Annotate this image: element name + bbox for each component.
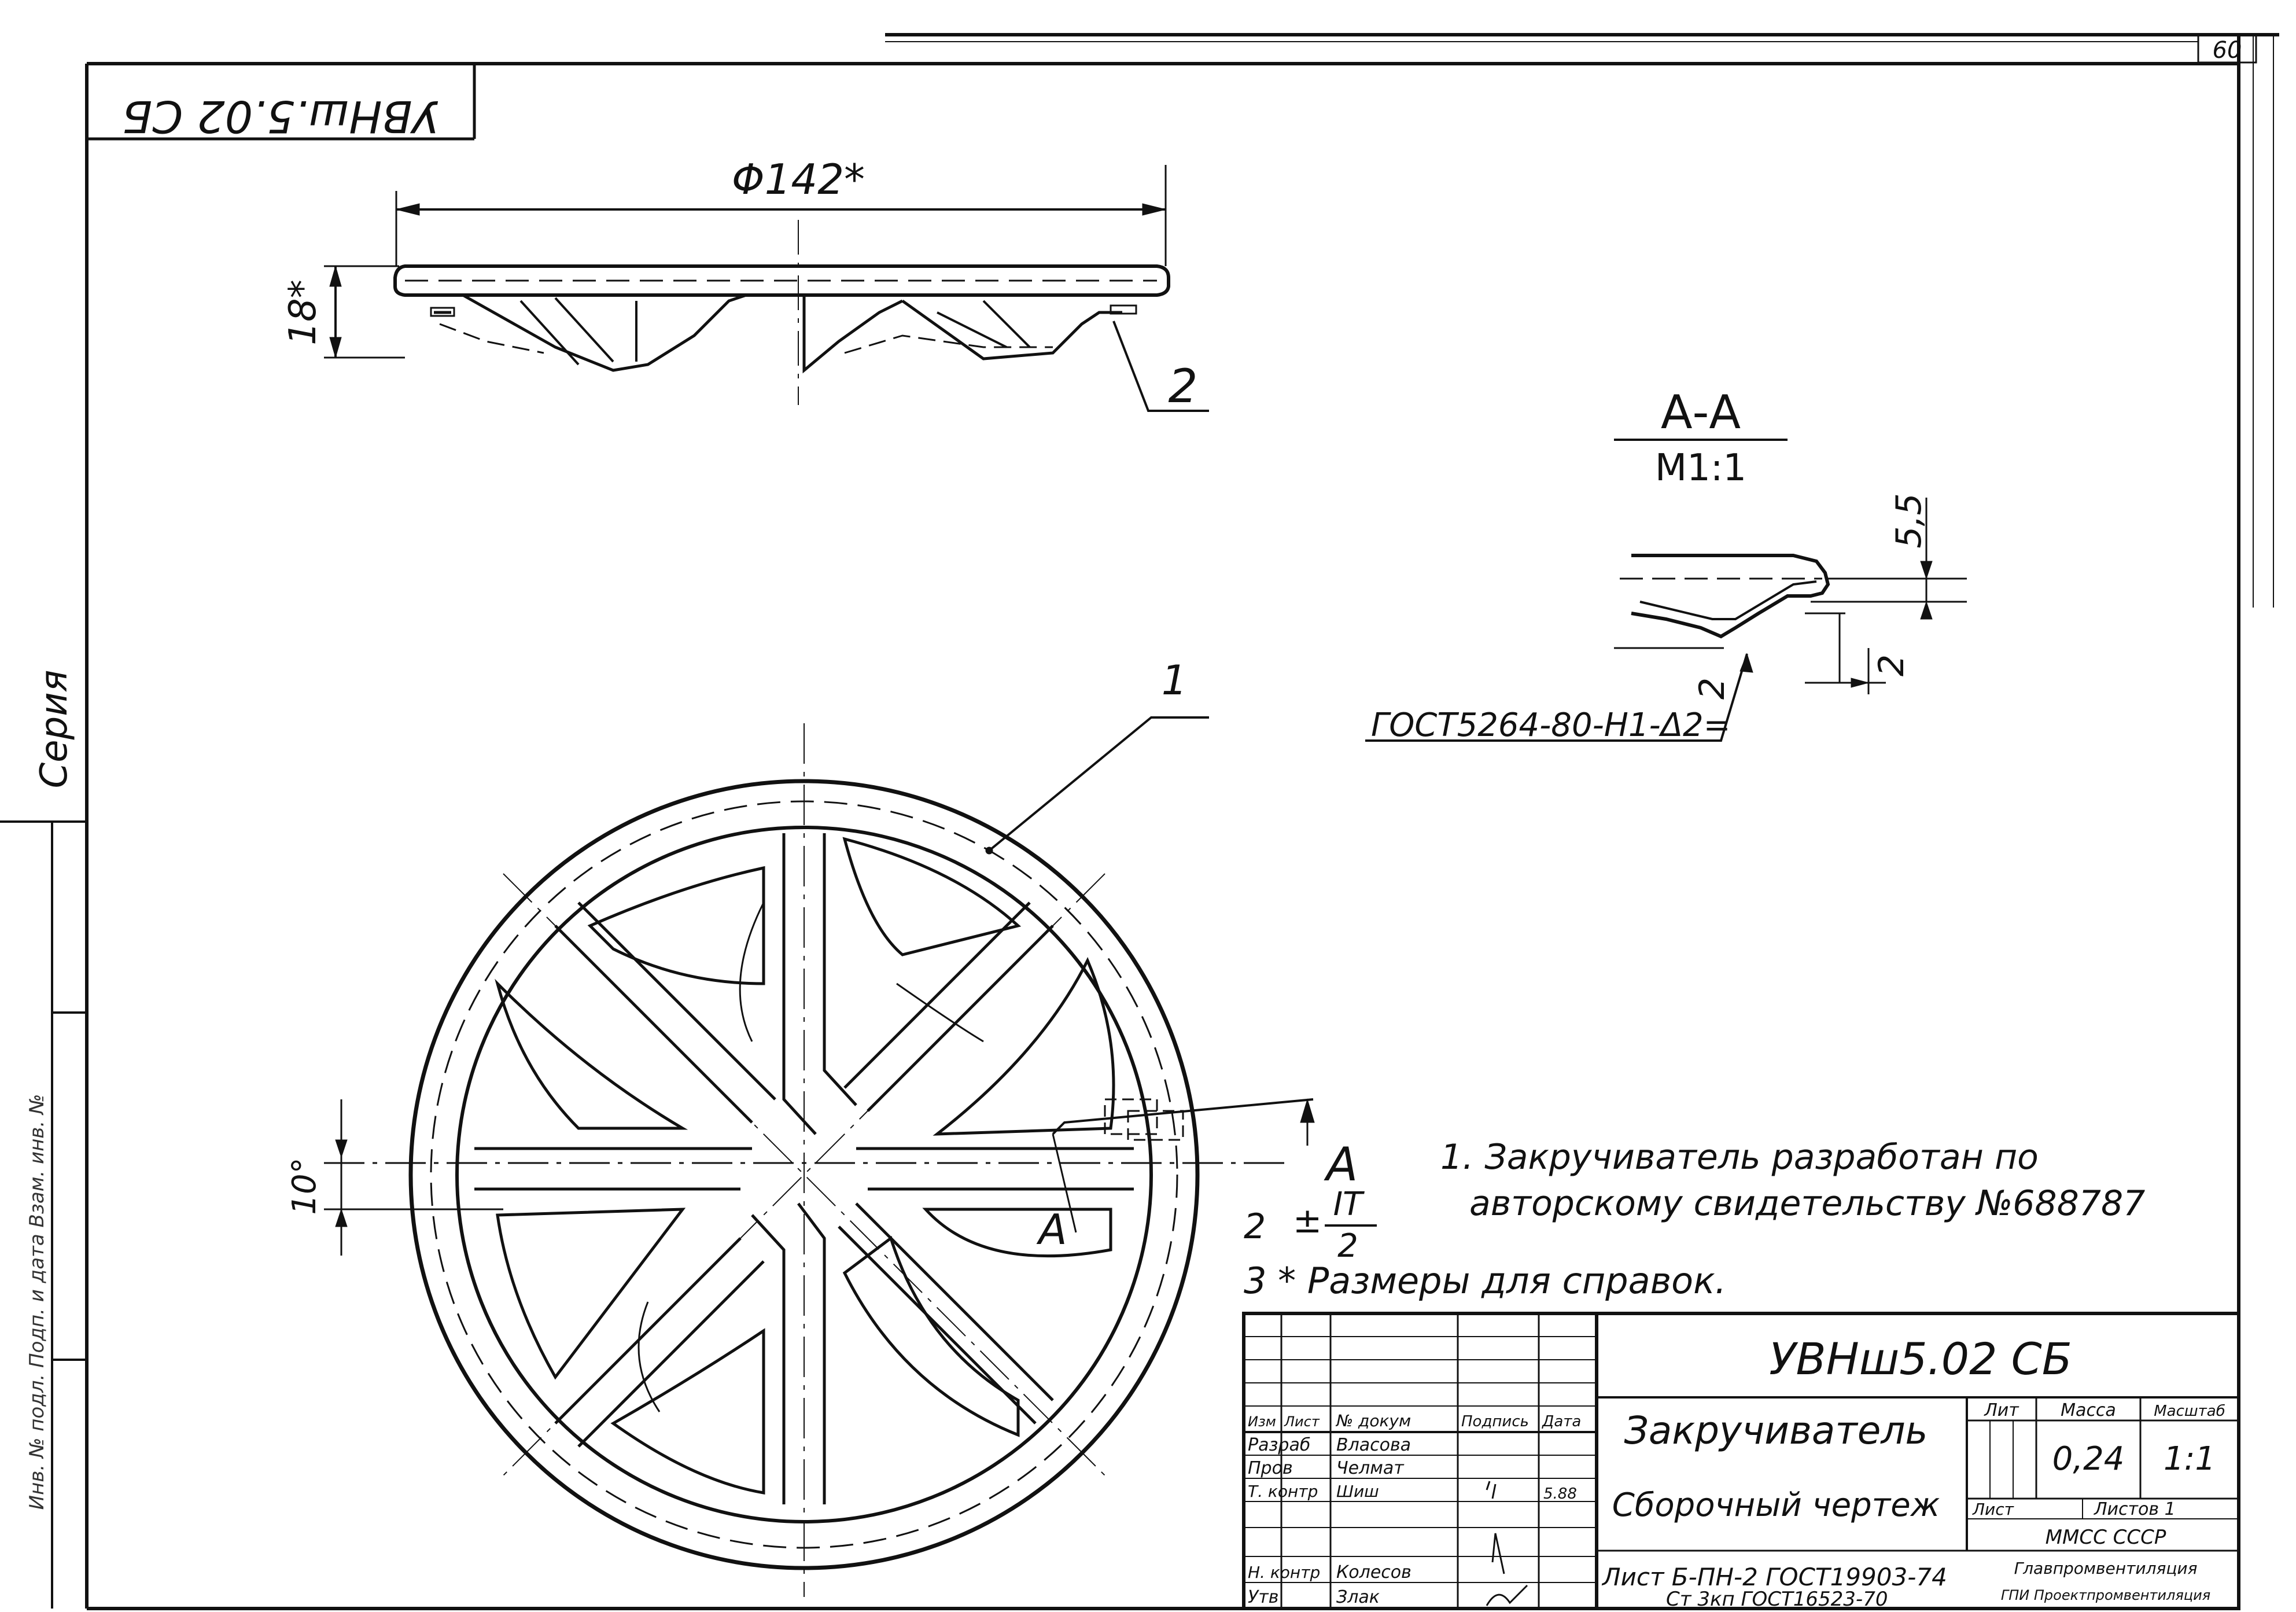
cut-label-a-bottom: А [1036,1205,1067,1254]
tb-doc-type: Сборочный чертеж [1612,1486,1940,1524]
dim-5-5: 5,5 [1889,493,1929,548]
tb-scale-value: 1:1 [2164,1440,2216,1478]
note-2-prefix: 2 [1244,1206,1266,1247]
tb-row-role-4: Утв [1248,1587,1278,1607]
tb-header-docno: № докум [1335,1411,1411,1430]
tb-row-name-0: Власова [1336,1435,1411,1455]
note-1-line-2: авторскому свидетельству №688787 [1469,1183,2145,1224]
tb-org-line-3: ГПИ Проектпромвентиляция [2001,1587,2210,1603]
tb-row-role-3: Н. контр [1248,1563,1320,1582]
tb-header-izm: Изм [1248,1414,1276,1430]
section-view [1365,439,1967,742]
tb-mass-value: 0,24 [2052,1440,2125,1478]
tb-scale-label: Масштаб [2154,1403,2225,1420]
tb-lit-label: Лит [1984,1400,2019,1420]
title-block-grid [1242,1312,2240,1610]
section-scale: М1:1 [1655,447,1746,490]
margin-note: Инв. № подл. Подп. и дата Взам. инв. № [25,1094,49,1510]
tb-row-role-2: Т. контр [1248,1482,1318,1501]
margin-series-label: Серия [33,670,76,789]
tb-material-1: Лист Б-ПН-2 ГОСТ19903-74 [1601,1563,1947,1591]
plan-view [324,716,1315,1597]
tb-org-line-1: ММСС СССР [2046,1526,2166,1549]
callout-1: 1 [1162,657,1188,704]
callout-2-top: 2 [1169,359,1198,413]
dim-2-section: 2 [1871,654,1912,676]
tb-row-name-4: Злак [1336,1587,1380,1607]
tb-header-date: Дата [1542,1413,1581,1430]
tb-row-role-1: Пров [1248,1458,1293,1478]
note-2-tol-num: IT [1333,1186,1365,1223]
tb-sheets-label: Листов 1 [2094,1499,2176,1519]
section-title: А-А [1661,385,1741,439]
tb-row-name-2: Шиш [1336,1482,1379,1501]
page-number-box [2197,34,2257,64]
tb-name: Закручиватель [1624,1408,1928,1453]
tb-date-value: 5.88 [1543,1485,1577,1503]
tb-signatures [1486,1481,1528,1606]
side-view [324,165,1209,412]
tb-row-name-1: Челмат [1336,1458,1405,1478]
note-3: 3 * Размеры для справок. [1244,1260,1726,1302]
stamp-box [87,64,476,141]
stamp-code: УВНш.5.02 СБ [122,91,439,142]
tb-sheet-label: Лист [1972,1500,2014,1519]
weld-leg-2: 2 [1692,678,1733,700]
tb-header-list: Лист [1284,1414,1320,1430]
weld-note: ГОСТ5264-80-Н1-Δ2= [1371,706,1731,744]
tb-org-line-2: Главпромвентиляция [2014,1559,2198,1578]
tb-row-name-3: Колесов [1336,1562,1411,1582]
note-2-tol-den: 2 [1337,1227,1358,1265]
cut-label-a-top: А [1324,1138,1358,1191]
page-number: 60 [2213,37,2242,64]
left-margin-columns [0,820,87,1609]
tb-material-2: Ст 3кп ГОСТ16523-70 [1666,1588,1888,1611]
tb-mass-label: Масса [2061,1400,2116,1420]
diameter-label: Φ142* [732,155,865,204]
height-label: 18* [282,279,325,345]
tb-row-role-0: Разраб [1248,1435,1310,1455]
note-1-line-1: 1. Закручиватель разработан по [1440,1137,2039,1177]
note-2-plusminus: ± [1293,1201,1322,1241]
tb-designation: УВНш5.02 СБ [1769,1333,2072,1385]
dim-10-degrees: 10° [286,1157,323,1214]
tb-header-sign: Подпись [1461,1413,1529,1430]
